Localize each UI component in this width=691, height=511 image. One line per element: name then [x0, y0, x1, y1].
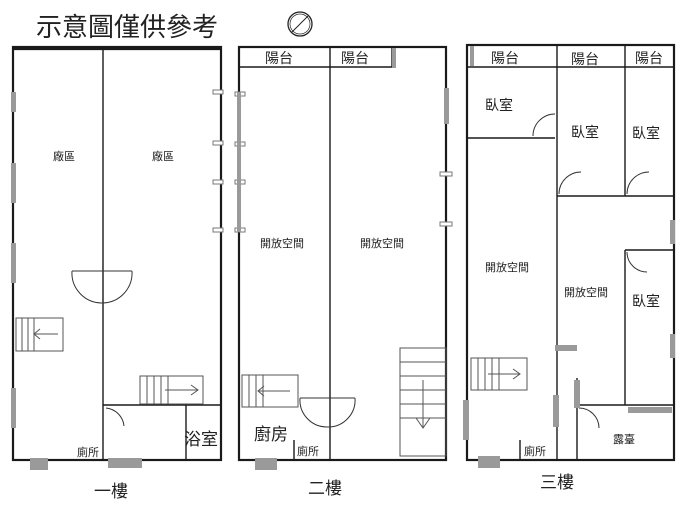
- room-label-kitchen: 廚房: [254, 424, 288, 445]
- room-label-bedroom-1: 臥室: [485, 97, 513, 114]
- room-label-open-space-3b: 開放空間: [564, 285, 608, 299]
- room-label-balcony-left: 陽台: [265, 51, 293, 67]
- room-label-balcony-3a: 陽台: [491, 51, 519, 67]
- floor-label-3: 三樓: [540, 473, 574, 493]
- room-label-bedroom-2: 臥室: [571, 124, 599, 141]
- room-label-bedroom-4: 臥室: [632, 293, 660, 310]
- room-label-terrace: 露臺: [613, 432, 635, 446]
- room-label-balcony-right: 陽台: [341, 51, 369, 67]
- room-label-toilet-2: 廁所: [297, 444, 319, 458]
- room-label-open-space-3a: 開放空間: [485, 260, 529, 274]
- diagram-title: 示意圖僅供參考: [36, 13, 218, 43]
- room-label-factory-right: 廠區: [152, 149, 174, 163]
- room-label-toilet: 廁所: [77, 445, 99, 459]
- room-label-toilet-3: 廁所: [524, 444, 546, 458]
- compass-icon: [287, 11, 313, 37]
- floor-2-plan: 陽台 陽台 開放空間 開放空間 廚房 廁所 二樓: [234, 45, 453, 499]
- room-label-open-space-right: 開放空間: [360, 236, 404, 250]
- room-label-balcony-3b: 陽台: [571, 52, 599, 68]
- room-label-bedroom-3: 臥室: [632, 125, 660, 142]
- floor-1-plan: 廠區 廠區 浴室 廁所 一樓: [11, 45, 224, 502]
- floor-label-2: 二樓: [308, 479, 342, 499]
- room-label-bathroom: 浴室: [184, 430, 218, 450]
- room-label-factory-left: 廠區: [53, 149, 75, 163]
- room-label-balcony-3c: 陽台: [635, 51, 663, 67]
- floor-label-1: 一樓: [94, 482, 128, 502]
- room-label-open-space-left: 開放空間: [260, 236, 304, 250]
- floor-3-plan: 陽台 陽台 陽台 臥室 臥室 臥室 開放空間 開放空間 臥室 露臺 廁所 三樓: [463, 43, 676, 493]
